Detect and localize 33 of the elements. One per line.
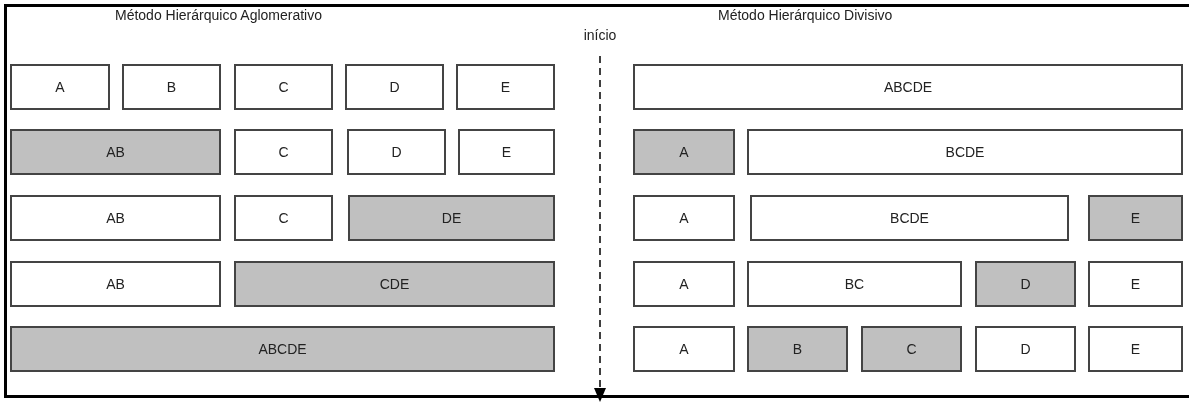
cluster-box: A bbox=[10, 64, 110, 110]
cluster-box: C bbox=[234, 195, 333, 241]
cluster-box: A bbox=[633, 129, 735, 175]
cluster-box: B bbox=[747, 326, 848, 372]
cluster-box: D bbox=[347, 129, 446, 175]
direction-label: início bbox=[582, 26, 618, 44]
section-heading: Método Hierárquico Aglomerativo bbox=[115, 6, 322, 24]
cluster-box: C bbox=[861, 326, 962, 372]
cluster-box: ABCDE bbox=[10, 326, 555, 372]
cluster-box: E bbox=[1088, 326, 1183, 372]
cluster-box: AB bbox=[10, 261, 221, 307]
cluster-box: ABCDE bbox=[633, 64, 1183, 110]
cluster-box: E bbox=[1088, 195, 1183, 241]
cluster-box: DE bbox=[348, 195, 555, 241]
cluster-box: D bbox=[975, 326, 1076, 372]
cluster-box: C bbox=[234, 129, 333, 175]
cluster-box: D bbox=[345, 64, 444, 110]
cluster-box: D bbox=[975, 261, 1076, 307]
cluster-box: B bbox=[122, 64, 221, 110]
cluster-box: BCDE bbox=[750, 195, 1069, 241]
cluster-box: E bbox=[456, 64, 555, 110]
cluster-box: E bbox=[458, 129, 555, 175]
cluster-box: AB bbox=[10, 195, 221, 241]
cluster-box: E bbox=[1088, 261, 1183, 307]
cluster-box: C bbox=[234, 64, 333, 110]
cluster-box: A bbox=[633, 195, 735, 241]
cluster-box: BCDE bbox=[747, 129, 1183, 175]
section-heading: Método Hierárquico Divisivo bbox=[718, 6, 893, 24]
cluster-box: A bbox=[633, 326, 735, 372]
cluster-box: BC bbox=[747, 261, 962, 307]
cluster-box: A bbox=[633, 261, 735, 307]
cluster-box: AB bbox=[10, 129, 221, 175]
cluster-box: CDE bbox=[234, 261, 555, 307]
